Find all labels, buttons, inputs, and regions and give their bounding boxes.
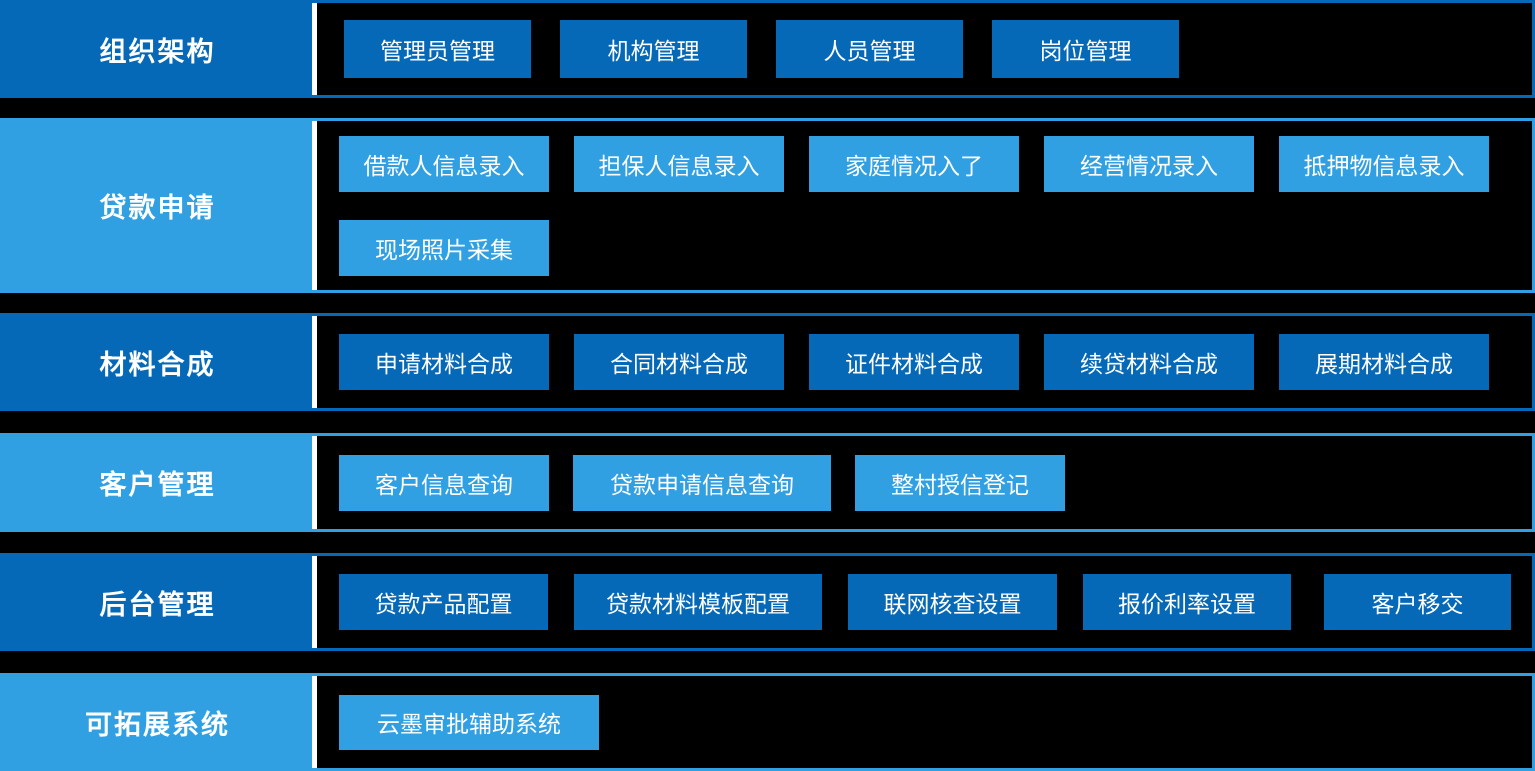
band-organization: 组织架构 管理员管理机构管理人员管理岗位管理 <box>0 0 1535 98</box>
module-button[interactable]: 管理员管理 <box>344 20 531 78</box>
band-customer-management: 客户管理 客户信息查询贷款申请信息查询整村授信登记 <box>0 433 1535 532</box>
divider <box>312 676 317 768</box>
divider <box>312 436 317 529</box>
module-button[interactable]: 贷款产品配置 <box>339 574 548 630</box>
band-material-synthesis: 材料合成 申请材料合成合同材料合成证件材料合成续贷材料合成展期材料合成 <box>0 313 1535 411</box>
band-content: 借款人信息录入担保人信息录入家庭情况入了经营情况录入抵押物信息录入现场照片采集 <box>317 121 1532 290</box>
divider <box>312 3 317 95</box>
module-button[interactable]: 抵押物信息录入 <box>1279 135 1489 192</box>
band-label: 材料合成 <box>99 349 216 380</box>
band-label-block: 贷款申请 <box>3 121 312 290</box>
band-label-block: 材料合成 <box>3 316 312 408</box>
band-backend-management: 后台管理 贷款产品配置贷款材料模板配置联网核查设置报价利率设置客户移交 <box>0 553 1535 651</box>
module-button[interactable]: 贷款材料模板配置 <box>574 574 822 630</box>
module-button[interactable]: 借款人信息录入 <box>339 135 549 192</box>
module-button[interactable]: 联网核查设置 <box>848 574 1057 630</box>
band-content: 云墨审批辅助系统 <box>317 676 1532 768</box>
band-label-block: 组织架构 <box>3 3 312 95</box>
module-button[interactable]: 客户信息查询 <box>339 454 549 511</box>
band-content: 贷款产品配置贷款材料模板配置联网核查设置报价利率设置客户移交 <box>317 556 1532 648</box>
band-label-block: 后台管理 <box>3 556 312 648</box>
module-button[interactable]: 经营情况录入 <box>1044 135 1254 192</box>
module-button[interactable]: 云墨审批辅助系统 <box>339 694 599 750</box>
module-button[interactable]: 现场照片采集 <box>339 219 549 276</box>
band-label: 后台管理 <box>99 589 216 620</box>
band-loan-application: 贷款申请 借款人信息录入担保人信息录入家庭情况入了经营情况录入抵押物信息录入现场… <box>0 118 1535 293</box>
module-button[interactable]: 证件材料合成 <box>809 334 1019 390</box>
band-label: 组织架构 <box>99 36 216 67</box>
module-button[interactable]: 客户移交 <box>1324 574 1511 630</box>
divider <box>312 121 317 290</box>
module-button[interactable]: 担保人信息录入 <box>574 135 784 192</box>
module-button[interactable]: 贷款申请信息查询 <box>573 454 831 511</box>
band-content: 客户信息查询贷款申请信息查询整村授信登记 <box>317 436 1532 529</box>
module-button[interactable]: 报价利率设置 <box>1083 574 1291 630</box>
band-label: 客户管理 <box>99 470 216 500</box>
module-button[interactable]: 申请材料合成 <box>339 334 549 390</box>
divider <box>312 556 317 648</box>
divider <box>312 316 317 408</box>
module-button[interactable]: 展期材料合成 <box>1279 334 1489 390</box>
module-button[interactable]: 续贷材料合成 <box>1044 334 1254 390</box>
band-content: 申请材料合成合同材料合成证件材料合成续贷材料合成展期材料合成 <box>317 316 1532 408</box>
module-button[interactable]: 岗位管理 <box>992 20 1179 78</box>
band-label: 可拓展系统 <box>85 709 230 740</box>
band-label: 贷款申请 <box>99 193 216 223</box>
band-label-block: 可拓展系统 <box>3 676 312 768</box>
band-label-block: 客户管理 <box>3 436 312 529</box>
module-button[interactable]: 整村授信登记 <box>855 454 1065 511</box>
module-button[interactable]: 家庭情况入了 <box>809 135 1019 192</box>
band-content: 管理员管理机构管理人员管理岗位管理 <box>317 3 1532 95</box>
band-extensible-system: 可拓展系统 云墨审批辅助系统 <box>0 673 1535 771</box>
module-button[interactable]: 机构管理 <box>560 20 747 78</box>
module-button[interactable]: 合同材料合成 <box>574 334 784 390</box>
module-button[interactable]: 人员管理 <box>776 20 963 78</box>
